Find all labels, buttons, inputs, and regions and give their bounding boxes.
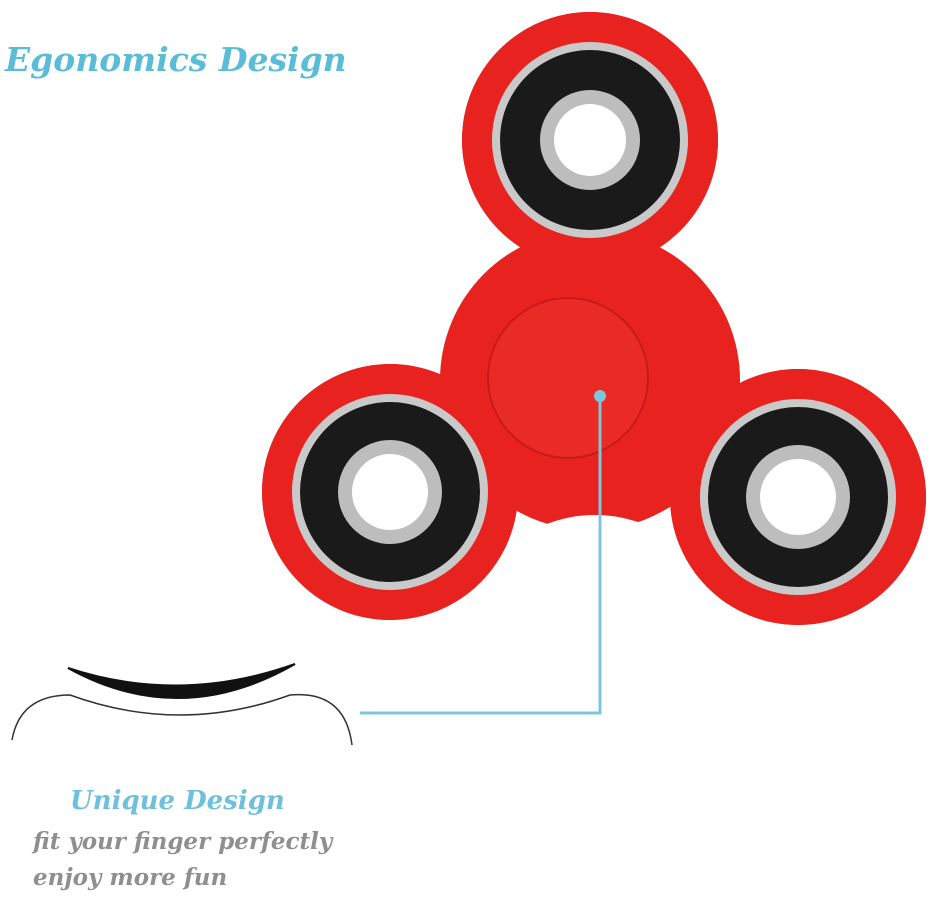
- bearing-left: [292, 394, 488, 590]
- finger-curve-icon: [11, 663, 353, 746]
- bearing-top: [492, 42, 688, 238]
- callout-line: [360, 390, 606, 715]
- feature-line-1: fit your finger perfectly: [33, 828, 333, 855]
- center-cap: [487, 297, 649, 459]
- feature-line-2: enjoy more fun: [33, 864, 228, 891]
- feature-title: Unique Design: [70, 786, 285, 816]
- headline: Egonomics Design: [5, 40, 347, 79]
- fidget-spinner: [255, 12, 926, 785]
- bearing-right: [700, 399, 896, 595]
